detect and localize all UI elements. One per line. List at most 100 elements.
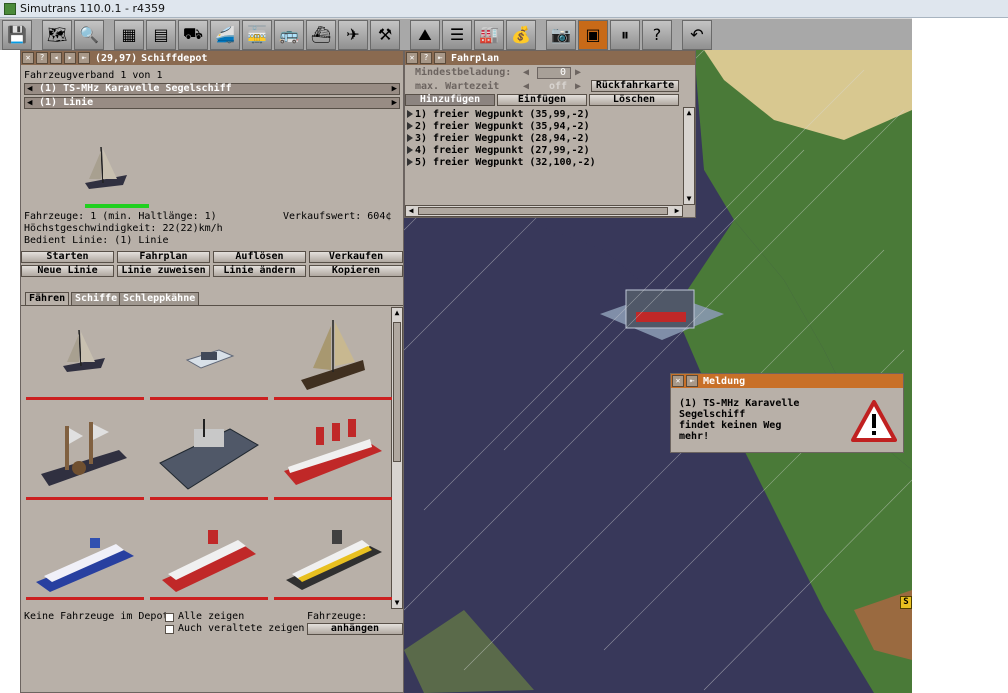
schedule-title: Fahrplan <box>451 52 500 64</box>
show-obsolete-checkbox[interactable] <box>165 625 174 634</box>
vehicle-cell[interactable] <box>272 506 394 602</box>
combo-left-icon[interactable]: ◀ <box>27 98 33 108</box>
slope-tool-icon[interactable]: ⛰ <box>410 19 440 50</box>
schedule-entry[interactable]: 4) freier Wegpunkt (27,99,-2) <box>407 145 590 157</box>
dissolve-button[interactable]: Auflösen <box>213 251 306 263</box>
list-tool-icon[interactable]: ☰ <box>442 19 472 50</box>
delete-button[interactable]: Löschen <box>589 94 679 106</box>
combo-left-icon[interactable]: ◀ <box>27 84 33 94</box>
schedule-entry[interactable]: 2) freier Wegpunkt (35,94,-2) <box>407 121 590 133</box>
road-tool-icon[interactable]: ▦ <box>114 19 144 50</box>
map-icon[interactable]: 🗺 <box>42 19 72 50</box>
schedule-entry[interactable]: 1) freier Wegpunkt (35,99,-2) <box>407 109 590 121</box>
return-ticket-button[interactable]: Rückfahrkarte <box>591 80 679 92</box>
pause-icon[interactable]: ⏸ <box>610 19 640 50</box>
depot-tool-icon[interactable]: 🏭 <box>474 19 504 50</box>
tab-separator <box>21 305 403 306</box>
airport-tool-icon[interactable]: ✈ <box>338 19 368 50</box>
magnifier-icon[interactable]: 🔍 <box>74 19 104 50</box>
tab-ships[interactable]: Schiffe <box>71 292 122 305</box>
scroll-down-icon[interactable]: ▼ <box>394 598 400 607</box>
ship-depot-building[interactable] <box>600 289 724 340</box>
show-all-checkbox[interactable] <box>165 613 174 622</box>
min-load-field[interactable]: 0 <box>537 67 571 79</box>
new-line-button[interactable]: Neue Linie <box>21 265 114 277</box>
copy-button[interactable]: Kopieren <box>309 265 403 277</box>
vehicle-cell[interactable] <box>148 406 270 502</box>
convoy-label: Fahrzeugverband 1 von 1 <box>24 70 163 81</box>
tab-ferries[interactable]: Fähren <box>25 292 70 305</box>
sale-value-stat: Verkaufswert: 604¢ <box>283 211 392 222</box>
message-window-titlebar[interactable]: ✕ ⇤ Meldung <box>671 374 903 388</box>
show-all-label: Alle zeigen <box>178 611 245 622</box>
scroll-left-icon[interactable]: ◀ <box>408 206 414 215</box>
vehicle-cell[interactable] <box>148 506 270 602</box>
scroll-down-icon[interactable]: ▼ <box>686 194 692 203</box>
close-icon[interactable]: ✕ <box>672 375 684 387</box>
camera-icon[interactable]: 📷 <box>546 19 576 50</box>
vehicle-cell[interactable] <box>148 306 270 402</box>
cargo-ship-icon <box>159 419 259 490</box>
scroll-up-icon[interactable]: ▲ <box>394 308 400 317</box>
vehicle-cell[interactable] <box>272 306 394 402</box>
bus-tool-icon[interactable]: 🚌 <box>274 19 304 50</box>
close-icon[interactable]: ✕ <box>22 52 34 64</box>
change-line-button[interactable]: Linie ändern <box>213 265 306 277</box>
start-button[interactable]: Starten <box>21 251 114 263</box>
cube-icon[interactable]: ▣ <box>578 19 608 50</box>
help-icon[interactable]: ? <box>420 52 432 64</box>
depot-window-titlebar[interactable]: ✕ ? ◂ ▸ ⇤ (29,97) Schiffdepot <box>21 51 403 65</box>
goto-icon[interactable]: ⇤ <box>434 52 446 64</box>
min-load-decrease-icon[interactable]: ◀ <box>523 67 530 78</box>
goto-icon[interactable]: ⇤ <box>686 375 698 387</box>
close-icon[interactable]: ✕ <box>406 52 418 64</box>
tab-barges[interactable]: Schleppkähne <box>119 292 200 305</box>
add-button[interactable]: Hinzufügen <box>405 94 495 106</box>
combo-right-icon[interactable]: ▶ <box>391 84 397 94</box>
maglev-tool-icon[interactable]: 🚄 <box>210 19 240 50</box>
schedule-button[interactable]: Fahrplan <box>117 251 210 263</box>
goto-icon[interactable]: ⇤ <box>78 52 90 64</box>
scroll-up-icon[interactable]: ▲ <box>686 108 692 117</box>
max-wait-increase-icon[interactable]: ▶ <box>575 81 582 92</box>
convoy-select[interactable]: ◀ (1) TS-MHz Karavelle Segelschiff ▶ <box>24 83 400 95</box>
schedule-entry[interactable]: 3) freier Wegpunkt (28,94,-2) <box>407 133 590 145</box>
monorail-tool-icon[interactable]: ⛟ <box>178 19 208 50</box>
money-tool-icon[interactable]: 💰 <box>506 19 536 50</box>
scroll-right-icon[interactable]: ▶ <box>674 206 680 215</box>
scroll-thumb[interactable] <box>393 322 401 462</box>
vehicle-cell[interactable] <box>24 306 146 402</box>
prev-icon[interactable]: ◂ <box>50 52 62 64</box>
next-icon[interactable]: ▸ <box>64 52 76 64</box>
min-load-increase-icon[interactable]: ▶ <box>575 67 582 78</box>
append-button[interactable]: anhängen <box>307 623 403 635</box>
ship-tool-icon[interactable]: ⛴ <box>306 19 336 50</box>
tram-tool-icon[interactable]: 🚋 <box>242 19 272 50</box>
combo-right-icon[interactable]: ▶ <box>391 98 397 108</box>
sell-button[interactable]: Verkaufen <box>309 251 403 263</box>
crane-tool-icon[interactable]: ⚒ <box>370 19 400 50</box>
schedule-window-titlebar[interactable]: ✕ ? ⇤ Fahrplan <box>405 51 695 65</box>
schedule-hscrollbar[interactable]: ◀ ▶ <box>405 205 683 217</box>
vehicle-cell[interactable] <box>24 506 146 602</box>
vehicle-bar <box>26 497 144 500</box>
save-icon[interactable]: 💾 <box>2 19 32 50</box>
vehicle-cell[interactable] <box>24 406 146 502</box>
assign-line-button[interactable]: Linie zuweisen <box>117 265 210 277</box>
help-icon[interactable]: ? <box>36 52 48 64</box>
scroll-thumb[interactable] <box>418 207 668 215</box>
rail-tool-icon[interactable]: ▤ <box>146 19 176 50</box>
vehicles-stat: Fahrzeuge: 1 (min. Haltlänge: 1) <box>24 211 217 222</box>
main-toolbar: 💾 🗺 🔍 ▦ ▤ ⛟ 🚄 🚋 🚌 ⛴ ✈ ⚒ ⛰ ☰ 🏭 💰 📷 ▣ ⏸ ? … <box>0 18 912 50</box>
schedule-entry[interactable]: 5) freier Wegpunkt (32,100,-2) <box>407 157 596 169</box>
vehicle-list-scrollbar[interactable]: ▲ ▼ <box>391 307 403 609</box>
undo-icon[interactable]: ↶ <box>682 19 712 50</box>
schedule-vscrollbar[interactable]: ▲ ▼ <box>683 107 695 205</box>
max-wait-decrease-icon[interactable]: ◀ <box>523 81 530 92</box>
convoy-preview[interactable] <box>77 141 137 201</box>
small-sailboat-icon <box>63 329 105 372</box>
line-select[interactable]: ◀ (1) Linie ▶ <box>24 97 400 109</box>
help-icon[interactable]: ? <box>642 19 672 50</box>
insert-button[interactable]: Einfügen <box>497 94 587 106</box>
vehicle-cell[interactable] <box>272 406 394 502</box>
